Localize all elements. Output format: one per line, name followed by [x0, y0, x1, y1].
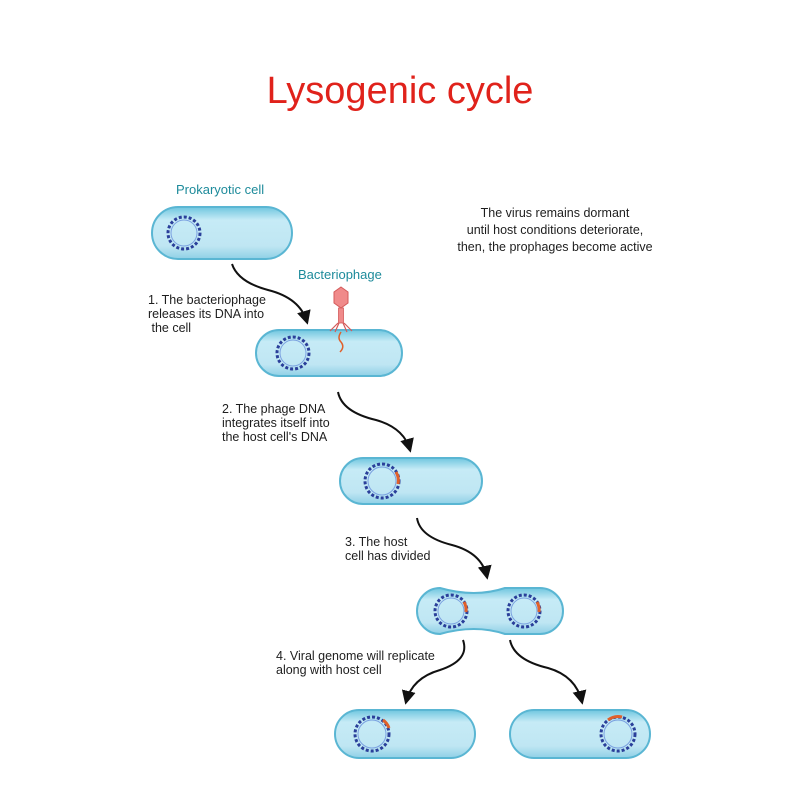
- arrow-step-3: [416, 517, 492, 580]
- step-1-label: 1. The bacteriophage releases its DNA in…: [148, 293, 266, 335]
- step-4-label: 4. Viral genome will replicate along wit…: [276, 649, 435, 677]
- dividing-cell: [416, 586, 564, 636]
- bacteriophage-label: Bacteriophage: [298, 267, 382, 282]
- prokaryotic-cell-label: Prokaryotic cell: [176, 182, 265, 197]
- arrow-step-2: [337, 391, 414, 453]
- dormancy-note: The virus remains dormant until host con…: [457, 206, 653, 254]
- prokaryotic-cell: [151, 206, 293, 260]
- daughter-cell-right: [509, 709, 651, 759]
- infected-cell: [255, 329, 403, 377]
- prophage-cell: [339, 457, 483, 505]
- injected-phage-dna: [338, 331, 344, 353]
- diagram-title: Lysogenic cycle: [266, 70, 534, 112]
- bacteriophage: [329, 286, 353, 333]
- arrow-step-4-left: [401, 639, 466, 705]
- arrow-step-4-right: [509, 639, 587, 705]
- step-2-label: 2. The phage DNA integrates itself into …: [222, 402, 330, 444]
- step-3-label: 3. The host cell has divided: [345, 535, 431, 563]
- arrow-step-1: [231, 263, 311, 325]
- daughter-cell-left: [334, 709, 476, 759]
